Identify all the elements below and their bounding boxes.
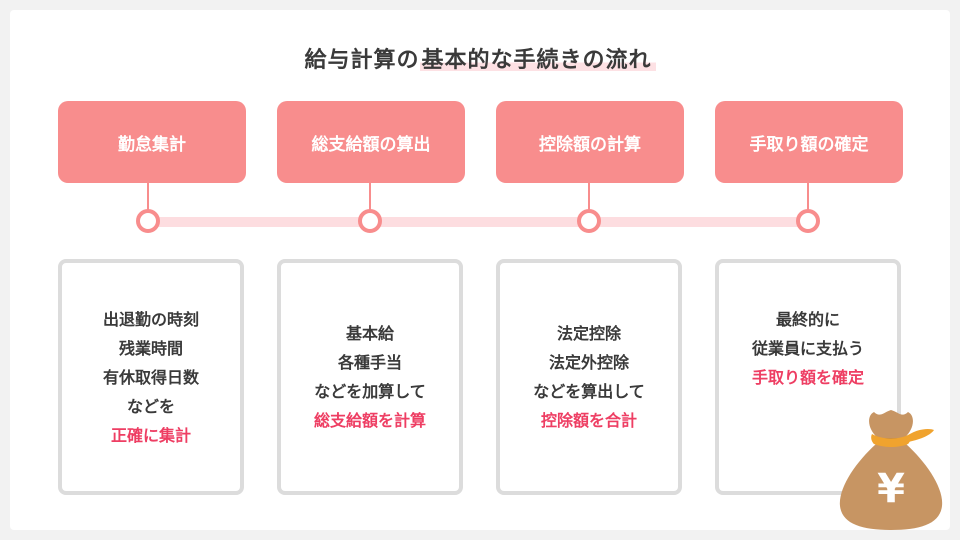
timeline-node — [577, 209, 601, 233]
page-title: 給与計算の基本的な手続きの流れ — [0, 42, 960, 74]
step-attendance: 勤怠集計 — [58, 101, 246, 183]
timeline-node — [136, 209, 160, 233]
detail-result: 手取り額を確定 — [751, 367, 864, 387]
detail-result: 総支給額を計算 — [313, 411, 426, 430]
detail-box-attendance: 出退勤の時刻 残業時間 有休取得日数 などを 正確に集計 — [58, 259, 244, 495]
detail-line: などを — [126, 396, 175, 416]
timeline-node — [796, 209, 820, 233]
step-deductions: 控除額の計算 — [496, 101, 684, 183]
timeline-connector — [369, 183, 371, 211]
detail-line: などを加算して — [314, 382, 426, 401]
money-bag-icon: ¥ — [839, 410, 943, 530]
timeline-connector — [807, 183, 809, 211]
timeline-connector — [147, 183, 149, 211]
timeline-bar — [148, 217, 808, 227]
timeline-connector — [588, 183, 590, 211]
detail-box-deductions: 法定控除 法定外控除 などを算出して 控除額を合計 — [496, 259, 682, 495]
detail-line: 有休取得日数 — [102, 367, 199, 387]
detail-line: 従業員に支払う — [751, 338, 864, 358]
detail-line: 出退勤の時刻 — [102, 309, 199, 329]
timeline-node — [358, 209, 382, 233]
detail-line: 各種手当 — [337, 353, 402, 372]
detail-line: 最終的に — [775, 309, 840, 329]
detail-line: 法定控除 — [556, 324, 621, 343]
detail-line: 残業時間 — [118, 338, 183, 358]
title-part: 給与計算の — [304, 48, 420, 73]
detail-line: 基本給 — [345, 324, 394, 343]
detail-result: 正確に集計 — [110, 425, 191, 445]
detail-box-gross-pay: 基本給 各種手当 などを加算して 総支給額を計算 — [277, 259, 463, 495]
detail-line: 法定外控除 — [548, 353, 629, 372]
detail-result: 控除額を合計 — [540, 411, 637, 430]
detail-line: などを算出して — [533, 382, 645, 401]
step-net-pay: 手取り額の確定 — [715, 101, 903, 183]
yen-symbol: ¥ — [877, 466, 905, 512]
step-gross-pay: 総支給額の算出 — [277, 101, 465, 183]
title-highlight: 基本的な手続きの流れ — [419, 48, 656, 73]
